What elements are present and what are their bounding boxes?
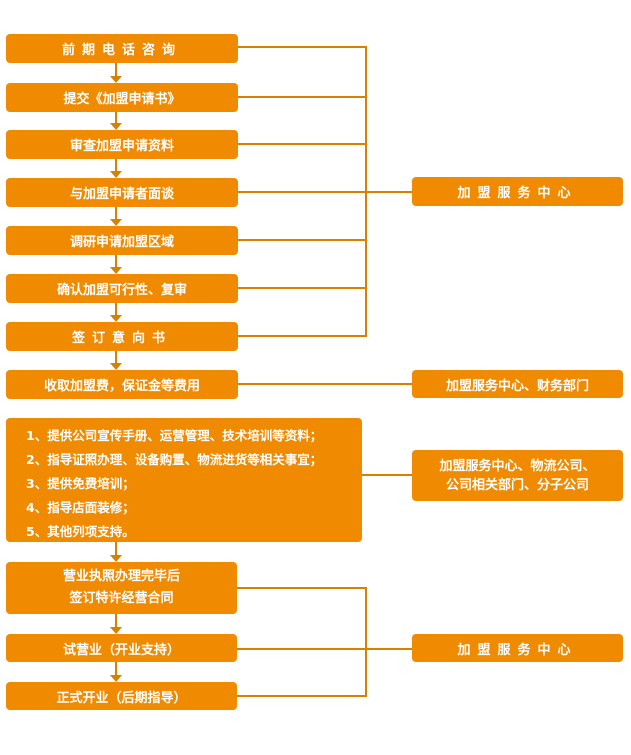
step-survey-region: 调研申请加盟区域 [6, 226, 238, 255]
connector [238, 46, 366, 48]
step-label: 试营业（开业支持） [62, 642, 180, 658]
arrow-down-icon [110, 171, 122, 178]
support-item: 2、指导证照办理、设备购置、物流进货等相关事宜； [26, 452, 323, 467]
connector [238, 239, 366, 241]
step-label: 调研申请加盟区域 [69, 235, 174, 250]
step-submit-application: 提交《加盟申请书》 [6, 83, 238, 112]
responsible-label: 加盟服务中心、财务部门 [445, 378, 589, 394]
responsible-service-finance: 加盟服务中心、财务部门 [412, 370, 623, 398]
connector [237, 648, 412, 650]
step-review-materials: 审查加盟申请资料 [6, 130, 238, 159]
arrow-line [115, 303, 117, 316]
arrow-down-icon [110, 219, 122, 226]
connector [238, 191, 412, 193]
arrow-line [115, 112, 117, 124]
connector [237, 587, 366, 589]
arrow-down-icon [110, 76, 122, 83]
connector [238, 383, 412, 385]
arrow-line [115, 159, 117, 172]
arrow-down-icon [110, 675, 122, 682]
step-confirm-feasibility: 确认加盟可行性、复审 [6, 274, 238, 303]
responsible-multi-dept: 加盟服务中心、物流公司、公司相关部门、分子公司 [412, 450, 623, 501]
step-sign-contract: 营业执照办理完毕后签订特许经营合同 [6, 562, 237, 614]
support-item: 4、指导店面装修； [26, 500, 135, 515]
support-list: 1、提供公司宣传手册、运营管理、技术培训等资料； 2、指导证照办理、设备购置、物… [6, 418, 362, 542]
connector [365, 587, 367, 697]
support-item: 3、提供免费培训； [26, 476, 135, 491]
step-label: 收取加盟费，保证金等费用 [43, 379, 200, 394]
step-label: 审查加盟申请资料 [69, 139, 174, 154]
step-label: 提交《加盟申请书》 [63, 92, 181, 107]
step-label: 签订意向书 [71, 331, 172, 346]
step-label: 营业执照办理完毕后 [62, 569, 180, 584]
step-interview: 与加盟申请者面谈 [6, 178, 238, 207]
arrow-line [115, 63, 117, 77]
arrow-line [115, 662, 117, 676]
step-label: 正式开业（后期指导） [56, 690, 187, 706]
step-label: 与加盟申请者面谈 [69, 187, 174, 202]
arrow-down-icon [110, 627, 122, 634]
responsible-service-center-2: 加盟服务中心 [412, 634, 623, 662]
connector [238, 335, 366, 337]
step-label: 前期电话咨询 [61, 43, 182, 58]
arrow-line [115, 351, 117, 364]
connector [238, 96, 366, 98]
arrow-line [115, 542, 117, 556]
step-official-opening: 正式开业（后期指导） [6, 682, 237, 710]
support-item: 5、其他列项支持。 [26, 524, 135, 539]
arrow-line [115, 614, 117, 628]
step-sign-intent: 签订意向书 [6, 322, 238, 351]
responsible-service-center: 加盟服务中心 [412, 177, 623, 206]
connector [362, 474, 412, 476]
responsible-label: 加盟服务中心 [457, 642, 578, 658]
connector [238, 143, 366, 145]
step-phone-consult: 前期电话咨询 [6, 34, 238, 63]
responsible-label: 加盟服务中心、物流公司、 [439, 458, 596, 474]
step-label: 签订特许经营合同 [69, 591, 174, 606]
responsible-label: 公司相关部门、分子公司 [445, 477, 589, 493]
connector [237, 695, 366, 697]
arrow-down-icon [110, 267, 122, 274]
step-label: 确认加盟可行性、复审 [56, 283, 187, 298]
arrow-down-icon [110, 363, 122, 370]
arrow-line [115, 207, 117, 220]
arrow-line [115, 255, 117, 268]
arrow-down-icon [110, 123, 122, 130]
support-item: 1、提供公司宣传手册、运营管理、技术培训等资料； [26, 428, 323, 443]
arrow-down-icon [110, 315, 122, 322]
connector [238, 287, 366, 289]
responsible-label: 加盟服务中心 [457, 186, 578, 201]
arrow-down-icon [110, 555, 122, 562]
step-trial-operation: 试营业（开业支持） [6, 634, 237, 662]
step-collect-fees: 收取加盟费，保证金等费用 [6, 370, 238, 399]
